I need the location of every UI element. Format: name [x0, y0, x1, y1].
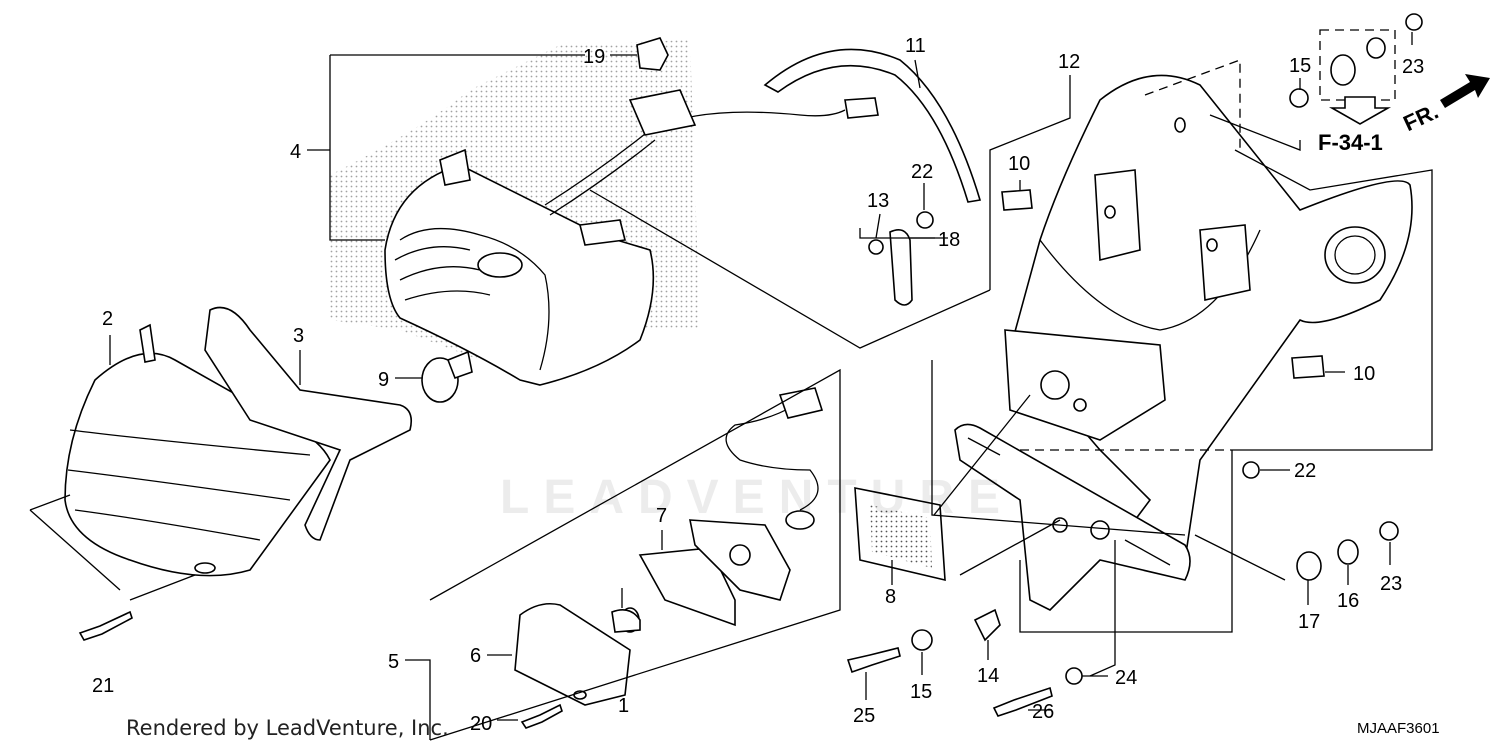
leader-lines: [29, 32, 1433, 741]
nut-22b: [1242, 461, 1260, 479]
callout-19: 19: [583, 46, 605, 68]
callout-25: 25: [853, 705, 875, 727]
dashed-frame-fender: [1144, 59, 1241, 150]
block-10b: [1291, 355, 1325, 379]
callout-numbers: 1 2 3 4 5 6 7 8 9 10 10 11 12 13 14 15 1…: [92, 35, 1424, 735]
nut-22a: [916, 211, 934, 229]
callout-10a: 10: [1008, 153, 1030, 175]
collar: [1330, 54, 1356, 86]
callout-22b: 22: [1294, 460, 1316, 482]
callout-15a: 15: [1289, 55, 1311, 77]
callout-8: 8: [885, 586, 896, 608]
tail-light-unit: [384, 89, 879, 386]
callout-21: 21: [92, 675, 114, 697]
collar-16: [1337, 539, 1359, 565]
callout-17: 17: [1298, 611, 1320, 633]
callout-23a: 23: [1402, 56, 1424, 78]
screw-21: [78, 610, 133, 641]
lens-2: [64, 323, 331, 577]
bolt-26: [992, 686, 1053, 717]
callout-5: 5: [388, 651, 399, 673]
reference-label: F-34-1: [1318, 130, 1383, 155]
callout-14: 14: [977, 665, 999, 687]
callout-13: 13: [867, 190, 889, 212]
credit-text: Rendered by LeadVenture, Inc.: [126, 716, 449, 740]
front-arrow-icon: [1440, 74, 1490, 108]
reflector-8: [854, 487, 946, 582]
callout-2: 2: [102, 308, 113, 330]
callout-15b: 15: [910, 681, 932, 703]
watermark: LEADVENTURE: [500, 471, 1015, 524]
bolt: [1366, 37, 1386, 59]
bulb-9: [421, 350, 473, 403]
screw-20: [520, 703, 563, 729]
callout-7: 7: [656, 505, 667, 527]
callout-20: 20: [470, 713, 492, 735]
gasket-3: [204, 306, 413, 541]
callout-12: 12: [1058, 51, 1080, 73]
callout-6: 6: [470, 645, 481, 667]
front-label: FR.: [1399, 99, 1442, 137]
callout-22a: 22: [911, 161, 933, 183]
callout-11: 11: [905, 35, 926, 57]
nut-23b: [1379, 521, 1399, 541]
clip-19: [636, 37, 669, 71]
nut-13: [868, 239, 884, 255]
callout-18: 18: [938, 229, 960, 251]
bolt-25: [846, 647, 901, 674]
callout-1: 1: [618, 695, 629, 717]
callout-24: 24: [1115, 667, 1137, 689]
grommet-17: [1296, 551, 1322, 581]
grommet-15a: [1289, 88, 1309, 108]
block-10a: [1001, 189, 1033, 211]
callout-23b: 23: [1380, 573, 1402, 595]
stay-18: [889, 229, 913, 306]
license-bracket: [954, 329, 1191, 611]
callout-26: 26: [1032, 701, 1054, 723]
license-light-5: [514, 387, 824, 706]
callout-16: 16: [1337, 590, 1359, 612]
bulb-1: [611, 609, 641, 633]
strip-11: [763, 48, 982, 203]
screw-14: [973, 608, 1001, 642]
washer-24: [1065, 667, 1083, 685]
grommet-15b: [911, 629, 933, 651]
nut-23a: [1405, 13, 1423, 31]
reference-arrow: [1328, 96, 1392, 125]
drawing-code: MJAAF3601: [1357, 720, 1440, 737]
callout-10b: 10: [1353, 363, 1375, 385]
callout-3: 3: [293, 325, 304, 347]
callout-9: 9: [378, 369, 389, 391]
callout-4: 4: [290, 141, 301, 163]
